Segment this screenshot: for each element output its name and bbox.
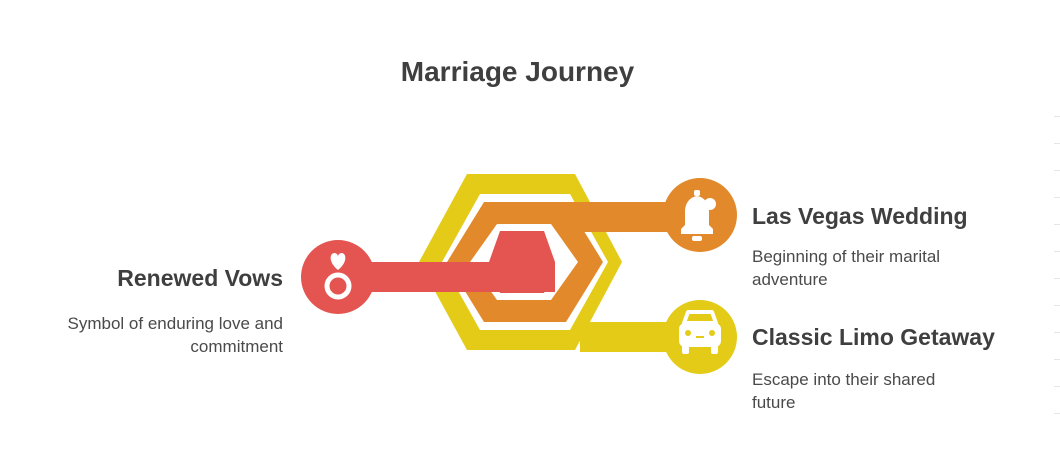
ring-icon — [324, 253, 352, 300]
item-description: Escape into their shared future — [752, 370, 936, 412]
item-description: Symbol of enduring love and commitment — [67, 314, 283, 356]
item-heading: Las Vegas Wedding — [752, 203, 968, 229]
item-renewed-vows: Renewed Vows Symbol of enduring love and… — [20, 265, 283, 358]
item-las-vegas: Las Vegas Wedding Beginning of their mar… — [752, 203, 1042, 291]
item-heading: Classic Limo Getaway — [752, 324, 995, 350]
ring-circle — [301, 240, 375, 314]
bell-icon — [681, 190, 716, 241]
item-heading: Renewed Vows — [117, 265, 283, 291]
diagram-title: Marriage Journey — [400, 56, 635, 87]
item-description: Beginning of their marital adventure — [752, 247, 941, 289]
item-limo: Classic Limo Getaway Escape into their s… — [752, 324, 1042, 414]
car-icon — [679, 310, 721, 354]
bell-circle — [663, 178, 737, 252]
edge-decoration — [1054, 0, 1060, 468]
car-circle — [663, 300, 737, 374]
